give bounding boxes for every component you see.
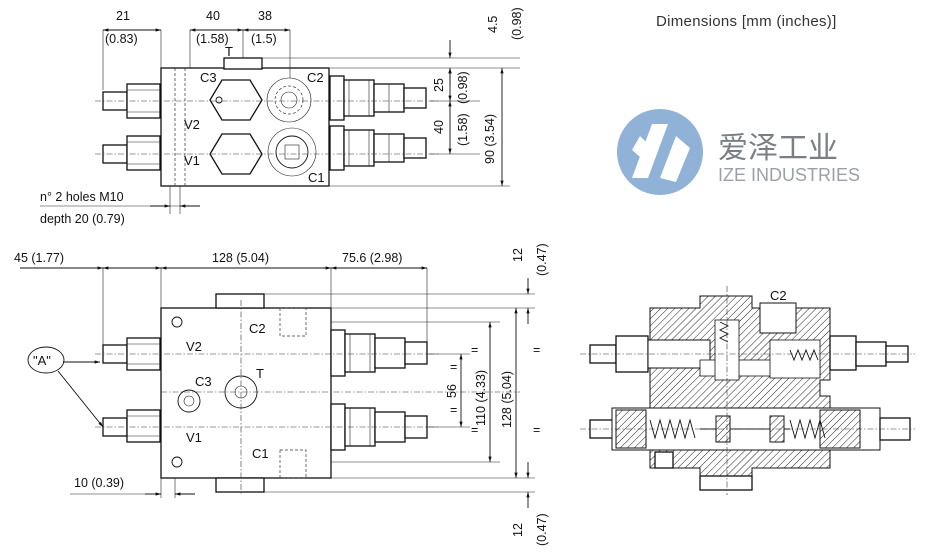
valve-body-bottom	[160, 307, 332, 479]
bottom-right-cartridge-upper	[330, 329, 428, 377]
c3-port	[177, 389, 201, 413]
dim-40: 40	[206, 9, 220, 23]
dim-75-6: 75.6 (2.98)	[342, 251, 402, 265]
eq-mark-5: =	[533, 343, 540, 357]
dim-21: 21	[116, 9, 130, 23]
right-cartridge-upper	[329, 75, 427, 121]
mount-hole-bottom	[171, 456, 183, 468]
section-view: C2	[580, 286, 915, 495]
dim-10: 10 (0.39)	[74, 476, 124, 490]
logo-chinese-name: 爱泽工业	[718, 131, 838, 166]
ize-logo-icon	[617, 109, 703, 195]
dim-21-in: (0.83)	[105, 32, 138, 46]
top-label-v2: V2	[184, 117, 200, 132]
dimensions-note: Dimensions [mm (inches)]	[656, 13, 837, 30]
holes-note-line1: n° 2 holes M10	[40, 190, 124, 204]
eq-mark-2: =	[450, 403, 457, 417]
dim-38: 38	[258, 9, 272, 23]
dim-56: 56	[445, 384, 459, 398]
dim-110: 110 (4.33)	[474, 370, 488, 426]
c2-boss	[215, 293, 265, 309]
dim-40-in: (1.58)	[196, 32, 229, 46]
right-cartridge-lower	[329, 125, 427, 171]
dim-4-5: 4.5	[486, 16, 500, 33]
eq-mark-1: =	[450, 360, 457, 374]
logo-english-name: IZE INDUSTRIES	[718, 165, 860, 185]
top-label-c3: C3	[200, 70, 217, 85]
t-port-boss	[223, 57, 263, 70]
detail-a-callout	[27, 346, 65, 374]
bottom-label-c1: C1	[252, 446, 269, 461]
holes-note-line2: depth 20 (0.79)	[40, 212, 125, 226]
bottom-label-v2: V2	[186, 339, 202, 354]
bottom-label-t: T	[256, 366, 264, 381]
ize-logo: 爱泽工业 IZE INDUSTRIES	[617, 109, 860, 195]
top-label-c1: C1	[308, 170, 325, 185]
bottom-label-c2: C2	[249, 321, 266, 336]
dim-45: 45 (1.77)	[14, 251, 64, 265]
dim-90: 90 (3.54)	[483, 114, 497, 164]
dim-12-top-in: (0.47)	[535, 243, 549, 276]
hex-plug-upper	[209, 79, 263, 121]
left-fitting-lower	[102, 135, 161, 171]
top-label-t: T	[225, 44, 233, 59]
dim-40-vertical: 40	[432, 120, 446, 134]
top-label-v1: V1	[184, 153, 200, 168]
eq-mark-3: =	[471, 343, 478, 357]
eq-mark-4: =	[471, 423, 478, 437]
dim-38-in: (1.5)	[251, 32, 277, 46]
c3-port-dot	[215, 96, 223, 104]
c2-port	[266, 77, 312, 123]
section-label-c2: C2	[770, 288, 787, 303]
c1-boss	[215, 477, 265, 493]
bottom-view: V2 V1 C2 C3 T C1 "A" 45 (1.77) 128 (5.04…	[14, 243, 549, 546]
dim-12-bottom: 12	[511, 523, 525, 537]
eq-mark-6: =	[533, 423, 540, 437]
mount-hole-top	[171, 316, 183, 328]
section-body	[649, 295, 831, 479]
detail-a-label: "A"	[33, 353, 51, 368]
dim-40-vertical-in: (1.58)	[456, 113, 470, 146]
c1-port	[267, 127, 317, 177]
bottom-left-fitting-lower	[102, 409, 161, 443]
dim-25: 25	[432, 78, 446, 92]
top-view: T C3 C2 V2 V1 C1 21 (0.83) 40 (1.58) 38 …	[40, 7, 524, 226]
dim-128-vertical: 128 (5.04)	[500, 371, 514, 428]
bottom-label-c3: C3	[195, 374, 212, 389]
dim-25-in: (0.98)	[456, 71, 470, 104]
dim-12-top: 12	[511, 248, 525, 262]
top-label-c2: C2	[307, 70, 324, 85]
bottom-label-v1: V1	[186, 430, 202, 445]
dim-12-bottom-in: (0.47)	[535, 513, 549, 546]
dim-128-horizontal: 128 (5.04)	[212, 251, 269, 265]
dim-4-5-in: (0.98)	[510, 7, 524, 40]
